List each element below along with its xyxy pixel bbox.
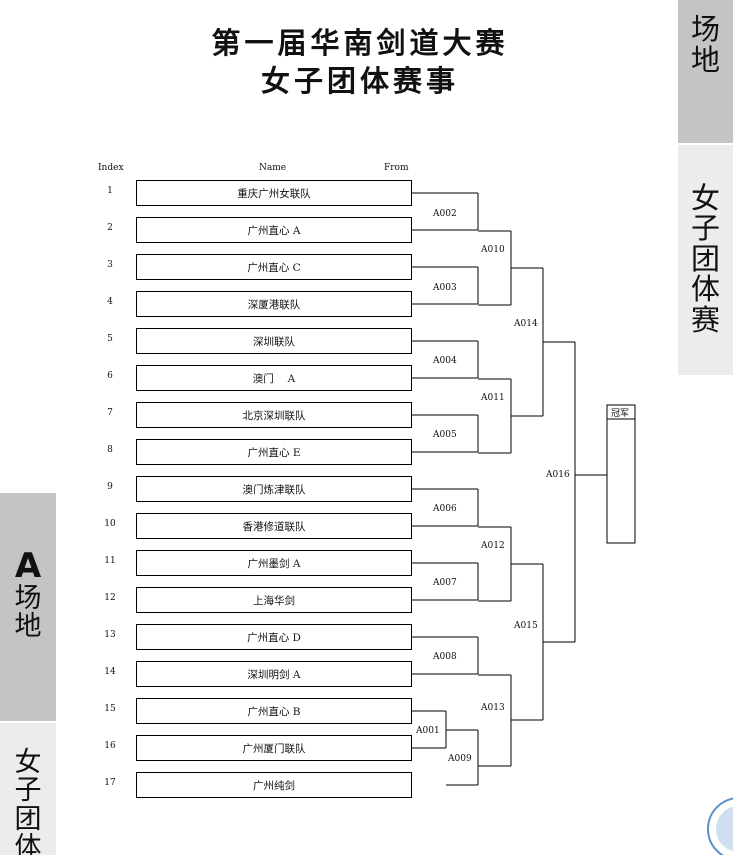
team-name-box: 上海华剑 xyxy=(136,587,412,613)
team-index: 9 xyxy=(107,482,113,492)
venue-letter: A xyxy=(14,546,42,586)
team-index: 1 xyxy=(107,186,113,196)
venue-char: 地 xyxy=(690,42,720,77)
match-label-a002: A002 xyxy=(432,209,457,219)
venue-char: 地 xyxy=(14,611,42,643)
event-tab-left[interactable]: 女 子 团 体 xyxy=(0,723,56,855)
event-char: 子 xyxy=(14,775,42,807)
champion-box xyxy=(606,404,636,544)
team-index: 3 xyxy=(107,260,113,270)
match-label-a001: A001 xyxy=(415,726,440,736)
team-index: 7 xyxy=(107,408,113,418)
team-name-box: 广州纯剑 xyxy=(136,772,412,798)
event-char: 女 xyxy=(690,181,720,215)
team-index: 12 xyxy=(104,593,116,603)
venue-char: 场 xyxy=(690,12,720,47)
team-name-box: 深圳明剑 A xyxy=(136,661,412,687)
match-label-a013: A013 xyxy=(480,703,505,713)
team-name-box: 广州直心 C xyxy=(136,254,412,280)
match-label-a004: A004 xyxy=(432,356,457,366)
match-label-a006: A006 xyxy=(432,504,457,514)
venue-tab-right[interactable]: A 场 地 xyxy=(678,0,733,143)
match-label-a003: A003 xyxy=(432,283,457,293)
team-index: 16 xyxy=(104,741,116,751)
team-name-box: 广州墨剑 A xyxy=(136,550,412,576)
match-label-a016: A016 xyxy=(545,470,570,480)
match-label-a011: A011 xyxy=(480,393,505,403)
match-label-a007: A007 xyxy=(432,578,457,588)
event-char: 团 xyxy=(14,803,42,835)
match-label-a010: A010 xyxy=(480,245,505,255)
match-label-a012: A012 xyxy=(480,541,505,551)
event-title: 女子团体赛事 xyxy=(260,64,459,98)
header-index: Index xyxy=(98,163,124,173)
team-name-box: 香港修道联队 xyxy=(136,513,412,539)
event-char: 体 xyxy=(690,272,720,307)
organizer-logo[interactable] xyxy=(707,797,733,855)
team-index: 14 xyxy=(104,667,116,677)
team-index: 11 xyxy=(104,556,116,566)
event-tab-right[interactable]: 女 子 团 体 赛 xyxy=(678,145,733,375)
champion-label: 冠军 xyxy=(611,408,629,419)
team-name-box: 广州直心 D xyxy=(136,624,412,650)
event-char: 赛 xyxy=(690,302,720,337)
team-index: 4 xyxy=(107,297,113,307)
team-index: 8 xyxy=(107,445,113,455)
team-name-box: 广州厦门联队 xyxy=(136,735,412,761)
team-index: 10 xyxy=(104,519,116,529)
match-label-a015: A015 xyxy=(513,621,538,631)
team-name-box: 澳门炼津联队 xyxy=(136,476,412,502)
match-label-a005: A005 xyxy=(432,430,457,440)
venue-letter: A xyxy=(692,0,718,8)
team-index: 2 xyxy=(107,223,113,233)
logo-emblem xyxy=(716,806,733,852)
team-name-box: 广州直心 B xyxy=(136,698,412,724)
team-name-box: 广州直心 A xyxy=(136,217,412,243)
event-char: 团 xyxy=(690,241,720,276)
event-char: 体 xyxy=(14,832,42,855)
event-char: 女 xyxy=(14,747,42,778)
team-name-box: 广州直心 E xyxy=(136,439,412,465)
event-char: 子 xyxy=(690,211,720,246)
tournament-title: 第一届华南剑道大赛 xyxy=(211,26,509,60)
header-name: Name xyxy=(259,163,287,173)
venue-tab-left[interactable]: A 场 地 xyxy=(0,493,56,721)
team-name-box: 北京深圳联队 xyxy=(136,402,412,428)
team-index: 15 xyxy=(104,704,116,714)
team-index: 17 xyxy=(104,778,116,788)
match-label-a009: A009 xyxy=(447,754,472,764)
team-name-box: 深厦港联队 xyxy=(136,291,412,317)
match-label-a008: A008 xyxy=(432,652,457,662)
team-name-box: 重庆广州女联队 xyxy=(136,180,412,206)
team-index: 6 xyxy=(107,371,113,381)
header-from: From xyxy=(384,163,409,173)
team-index: 13 xyxy=(104,630,116,640)
team-name-box: 深圳联队 xyxy=(136,328,412,354)
team-name-box: 澳门 A xyxy=(136,365,412,391)
venue-char: 场 xyxy=(14,582,42,614)
team-index: 5 xyxy=(107,334,113,344)
match-label-a014: A014 xyxy=(513,319,538,329)
